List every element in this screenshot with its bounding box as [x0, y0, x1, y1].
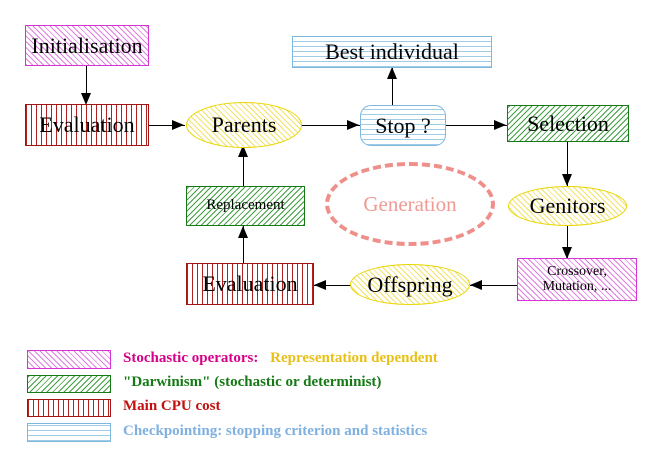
arrowhead-evaluation-to-replacement [238, 226, 248, 238]
node-stop-label: Stop ? [375, 112, 431, 138]
edge-stop-to-selection [446, 125, 508, 126]
edge-evaluation-to-replacement [243, 226, 244, 264]
legend-label-checkpointing-text: Checkpointing: stopping criterion and st… [123, 423, 428, 439]
node-selection[interactable]: Selection [507, 105, 629, 142]
node-crossover-mutation-label: Crossover, Mutation, ... [542, 263, 612, 294]
node-replacement[interactable]: Replacement [186, 186, 305, 226]
node-generation-label: Generation [363, 191, 457, 216]
edge-genitors-to-crossover [567, 225, 568, 259]
node-parents[interactable]: Parents [186, 102, 302, 148]
node-best-individual-label: Best individual [325, 39, 459, 65]
legend-label-darwinism-text: "Darwinism" (stochastic or determinist) [123, 374, 382, 390]
arrowhead-stop-to-best-individual [387, 67, 397, 79]
legend-label-stochastic-operators-text: Stochastic operators: [123, 350, 259, 366]
node-selection-label: Selection [527, 110, 609, 136]
node-offspring-label: Offspring [367, 271, 453, 297]
legend-label-darwinism: "Darwinism" (stochastic or determinist) [123, 374, 381, 391]
node-offspring[interactable]: Offspring [350, 264, 470, 305]
arrowhead-initialisation-to-evaluation [81, 93, 91, 105]
node-evaluation-bottom[interactable]: Evaluation [186, 263, 314, 305]
edge-parents-to-stop [300, 125, 360, 126]
node-evaluation-top-label: Evaluation [39, 112, 135, 138]
arrowhead-replacement-to-parents [238, 145, 248, 157]
arrowhead-crossover-to-offspring [470, 280, 482, 290]
legend-swatch-darwinism [27, 375, 111, 393]
node-generation-group: Generation [325, 162, 495, 246]
node-genitors-label: Genitors [529, 193, 606, 219]
node-parents-label: Parents [211, 112, 277, 138]
arrowhead-parents-to-stop [347, 120, 359, 130]
legend-label-stochastic-operators: Stochastic operators: Representation dep… [123, 350, 438, 367]
edge-initialisation-to-evaluation [86, 66, 87, 98]
arrowhead-genitors-to-crossover [562, 247, 572, 259]
node-genitors[interactable]: Genitors [508, 186, 627, 226]
node-initialisation-label: Initialisation [31, 32, 143, 58]
node-initialisation[interactable]: Initialisation [25, 25, 149, 66]
node-stop[interactable]: Stop ? [360, 105, 446, 146]
legend-label-main-cpu-cost: Main CPU cost [123, 398, 221, 415]
edge-stop-to-best-individual [392, 67, 393, 107]
legend-swatch-main-cpu-cost [27, 399, 111, 417]
edge-evaluation-to-parents [149, 125, 185, 126]
edge-crossover-to-offspring [470, 285, 518, 286]
edge-offspring-to-evaluation [314, 285, 356, 286]
arrowhead-offspring-to-evaluation [314, 280, 326, 290]
legend-label-main-cpu-cost-text: Main CPU cost [123, 398, 221, 414]
legend-label-checkpointing: Checkpointing: stopping criterion and st… [123, 423, 427, 440]
arrowhead-stop-to-selection [494, 120, 506, 130]
arrowhead-evaluation-to-parents [172, 120, 184, 130]
node-replacement-label: Replacement [206, 197, 285, 214]
legend-swatch-checkpointing [27, 423, 111, 442]
node-evaluation-top[interactable]: Evaluation [25, 104, 149, 146]
legend-swatch-stochastic-operators [27, 350, 111, 369]
node-best-individual[interactable]: Best individual [292, 36, 492, 68]
edge-selection-to-genitors [567, 141, 568, 186]
node-crossover-mutation[interactable]: Crossover, Mutation, ... [517, 258, 637, 301]
node-evaluation-bottom-label: Evaluation [202, 271, 298, 297]
legend-label-representation-dependent: Representation dependent [270, 350, 438, 366]
edge-replacement-to-parents [243, 147, 244, 187]
arrowhead-selection-to-genitors [562, 174, 572, 186]
